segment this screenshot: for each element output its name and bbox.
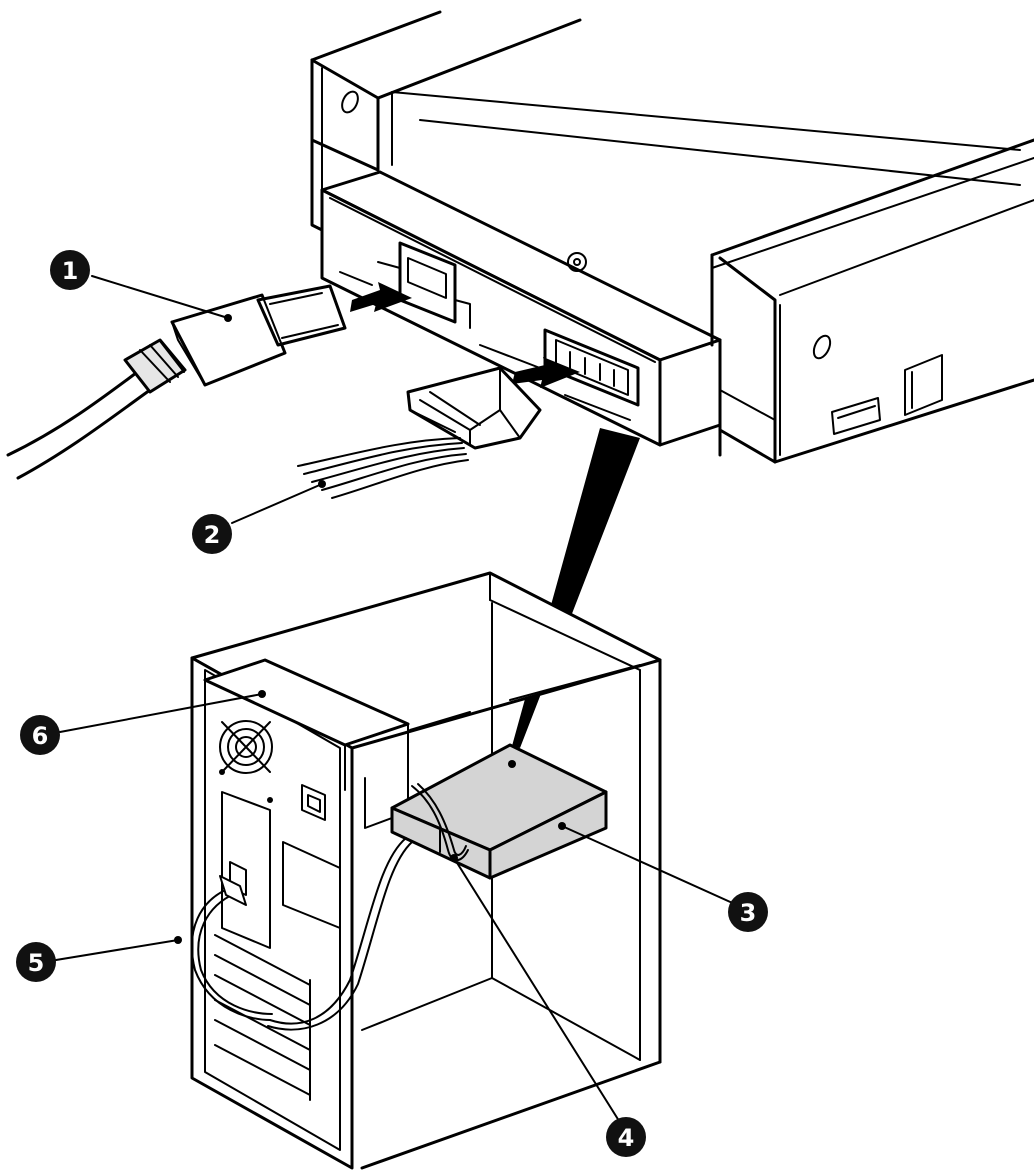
tape-drive — [310, 10, 1034, 464]
callout-6: 6 — [20, 715, 60, 755]
internal-cables — [190, 783, 469, 1031]
zoom-wedge — [512, 428, 640, 748]
callout-2: 2 — [192, 514, 232, 554]
callout-6-label: 6 — [32, 722, 49, 750]
callout-2-label: 2 — [204, 521, 221, 549]
pc-tower — [190, 571, 662, 1170]
callout-1-label: 1 — [62, 257, 79, 285]
installed-drive — [390, 743, 608, 880]
callout-3-label: 3 — [740, 899, 757, 927]
power-cable — [297, 366, 542, 499]
callout-5-label: 5 — [28, 949, 45, 977]
callout-5: 5 — [16, 942, 56, 982]
leader-lines — [55, 275, 749, 1133]
leader-dots — [174, 314, 566, 944]
callout-3: 3 — [728, 892, 768, 932]
callout-1: 1 — [50, 250, 90, 290]
usb-cable — [6, 284, 347, 480]
callout-4: 4 — [606, 1117, 646, 1157]
callout-4-label: 4 — [618, 1124, 635, 1152]
